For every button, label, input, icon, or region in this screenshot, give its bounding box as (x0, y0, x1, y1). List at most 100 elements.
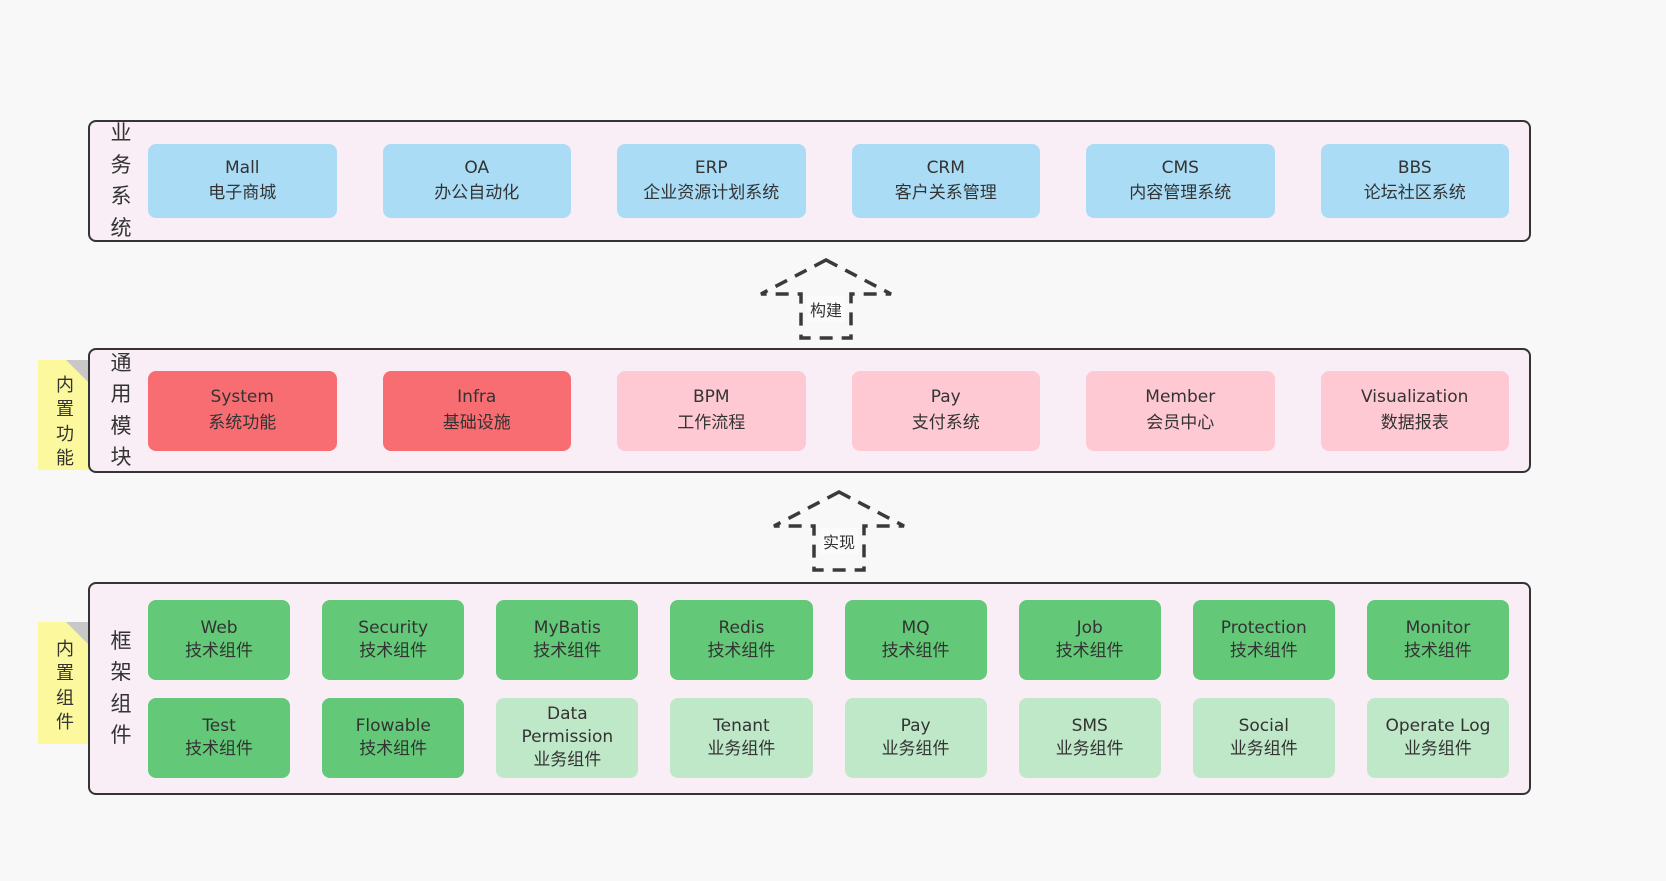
card-subtitle: 技术组件 (1055, 640, 1124, 661)
card-title: Tenant (713, 715, 770, 736)
card-title: SMS (1071, 715, 1108, 736)
card-title: Social (1238, 715, 1290, 736)
layer-business-systems: 业务系统 Mall 电子商城 OA 办公自动化 ERP 企业资源计划系统 CRM… (88, 120, 1531, 242)
card-subtitle: 业务组件 (1229, 738, 1298, 759)
card-title: Test (202, 715, 236, 736)
card-social: Social 业务组件 (1192, 697, 1335, 778)
card-subtitle: 系统功能 (208, 412, 277, 433)
note-built-in-components: 内置组件 (38, 622, 92, 744)
card-title: Pay (900, 715, 931, 736)
business-cards: Mall 电子商城 OA 办公自动化 ERP 企业资源计划系统 CRM 客户关系… (148, 144, 1509, 218)
card-bbs: BBS 论坛社区系统 (1320, 144, 1509, 218)
card-title: Monitor (1405, 617, 1471, 638)
card-subtitle: 论坛社区系统 (1363, 183, 1466, 203)
card-sms: SMS 业务组件 (1018, 697, 1161, 778)
card-title: Pay (930, 387, 961, 407)
card-infra: Infra 基础设施 (382, 370, 571, 451)
arrow-label: 构建 (806, 296, 846, 322)
card-title: Member (1145, 387, 1216, 407)
card-tenant: Tenant 业务组件 (670, 697, 813, 778)
card-title: MyBatis (533, 617, 601, 638)
card-subtitle: 技术组件 (359, 738, 428, 759)
card-title: BPM (692, 387, 730, 407)
card-title: Visualization (1361, 387, 1469, 407)
dashed-up-arrow-icon (773, 490, 905, 572)
arrow-label: 实现 (819, 528, 859, 554)
card-subtitle: 数据报表 (1380, 412, 1449, 433)
layer-framework-components: 框架组件 Web 技术组件 Security 技术组件 MyBatis 技术组件… (88, 582, 1531, 795)
card-protection: Protection 技术组件 (1192, 599, 1335, 680)
card-bpm: BPM 工作流程 (617, 370, 806, 451)
card-title: CMS (1161, 157, 1199, 178)
card-security: Security 技术组件 (322, 599, 465, 680)
layer-common-modules: 通用模块 System 系统功能 Infra 基础设施 BPM 工作流程 Pay… (88, 348, 1531, 473)
card-cms: CMS 内容管理系统 (1086, 144, 1275, 218)
card-monitor: Monitor 技术组件 (1366, 599, 1509, 680)
card-visualization: Visualization 数据报表 (1320, 370, 1509, 451)
card-mq: MQ 技术组件 (844, 599, 987, 680)
card-subtitle: 内容管理系统 (1129, 183, 1232, 203)
card-subtitle: 业务组件 (533, 749, 602, 770)
note-label: 内置组件 (56, 639, 74, 733)
card-title: Security (358, 617, 429, 638)
card-title: ERP (694, 157, 728, 178)
card-subtitle: 业务组件 (1055, 738, 1124, 759)
card-subtitle: 技术组件 (359, 640, 428, 661)
card-title: Protection (1220, 617, 1307, 638)
card-title: Web (200, 617, 238, 638)
card-subtitle: 技术组件 (1403, 640, 1472, 661)
layer-label: 通用模块 (110, 350, 132, 470)
card-web: Web 技术组件 (148, 599, 291, 680)
card-subtitle: 技术组件 (707, 640, 776, 661)
card-subtitle: 客户关系管理 (894, 183, 997, 203)
card-title: Job (1076, 617, 1103, 638)
card-oa: OA 办公自动化 (382, 144, 571, 218)
implement-arrow: 实现 (770, 488, 908, 574)
card-title: CRM (926, 157, 965, 178)
card-title: Operate Log (1385, 715, 1491, 736)
card-job: Job 技术组件 (1018, 599, 1161, 680)
card-title: Flowable (355, 715, 431, 736)
card-subtitle: 技术组件 (533, 640, 602, 661)
card-flowable: Flowable 技术组件 (322, 697, 465, 778)
card-subtitle: 电子商城 (208, 183, 277, 203)
card-crm: CRM 客户关系管理 (851, 144, 1040, 218)
card-subtitle: 业务组件 (881, 738, 950, 759)
framework-cards: Web 技术组件 Security 技术组件 MyBatis 技术组件 Redi… (148, 599, 1509, 778)
card-subtitle: 办公自动化 (434, 183, 520, 203)
note-built-in-features: 内置功能 (38, 360, 92, 470)
card-subtitle: 工作流程 (677, 412, 746, 433)
card-subtitle: 技术组件 (881, 640, 950, 661)
card-subtitle: 支付系统 (911, 412, 980, 433)
card-mall: Mall 电子商城 (148, 144, 337, 218)
card-mybatis: MyBatis 技术组件 (496, 599, 639, 680)
card-subtitle: 企业资源计划系统 (643, 183, 780, 203)
card-redis: Redis 技术组件 (670, 599, 813, 680)
module-cards: System 系统功能 Infra 基础设施 BPM 工作流程 Pay 支付系统… (148, 370, 1509, 451)
dashed-up-arrow-icon (760, 258, 892, 340)
card-operate-log: Operate Log 业务组件 (1366, 697, 1509, 778)
card-subtitle: 基础设施 (442, 412, 511, 433)
card-subtitle: 技术组件 (185, 640, 254, 661)
card-subtitle: 会员中心 (1146, 412, 1215, 433)
card-system: System 系统功能 (148, 370, 337, 451)
layer-label: 框架组件 (110, 628, 132, 748)
card-data-permission: Data Permission 业务组件 (496, 697, 639, 778)
card-subtitle: 业务组件 (1403, 738, 1472, 759)
card-subtitle: 技术组件 (1229, 640, 1298, 661)
build-arrow: 构建 (757, 256, 895, 342)
card-title: OA (464, 157, 490, 178)
card-title: Redis (718, 617, 765, 638)
card-subtitle: 技术组件 (185, 738, 254, 759)
card-member: Member 会员中心 (1086, 370, 1275, 451)
note-label: 内置功能 (56, 375, 74, 469)
card-pay-component: Pay 业务组件 (844, 697, 987, 778)
card-title: BBS (1397, 157, 1432, 178)
card-pay-system: Pay 支付系统 (851, 370, 1040, 451)
card-title: Data Permission (521, 704, 614, 748)
card-title: Infra (457, 387, 497, 407)
card-title: System (210, 387, 274, 407)
card-test: Test 技术组件 (148, 697, 291, 778)
card-erp: ERP 企业资源计划系统 (617, 144, 806, 218)
